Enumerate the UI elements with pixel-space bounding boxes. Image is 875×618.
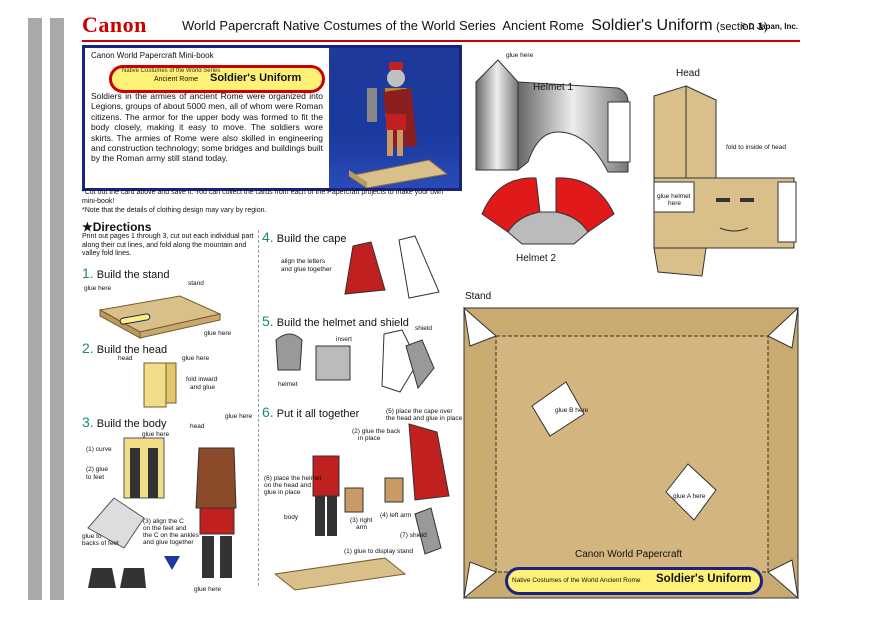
label-place-helmet-3: glue in place <box>264 489 301 496</box>
minibook-title: Canon World Papercraft Mini-book <box>91 51 214 60</box>
label-glue-to-1: glue to <box>82 533 102 540</box>
label-helmet: helmet <box>278 381 298 388</box>
page-side-bars <box>28 18 68 600</box>
label-glue-helmet-top: glue here <box>506 52 534 59</box>
step-6-heading: 6. Put it all together <box>262 404 360 420</box>
label-align-c-3: the C on the ankles <box>143 532 200 539</box>
label-body: body <box>284 514 299 521</box>
label-right-arm-1: (3) right <box>350 517 373 524</box>
helmet-1-label: Helmet 1 <box>533 82 574 93</box>
label-glue-helmet-1: glue helmet <box>657 193 691 200</box>
head-part-label: Head <box>676 68 700 79</box>
cape-build-illustration <box>344 235 440 299</box>
label-glue-here-5: glue here <box>225 413 253 420</box>
label-align-c-2: on the feet and <box>143 525 187 532</box>
head-part <box>653 85 797 277</box>
helmet-shield-illustration <box>275 329 435 393</box>
canon-logo: Canon <box>82 12 147 37</box>
label-curve: (1) curve <box>86 446 112 453</box>
label-insert: insert <box>336 336 352 343</box>
card-notes: *Cut out the card above and save it. You… <box>82 189 444 214</box>
label-glue-here-1: glue here <box>84 285 112 292</box>
label-place-helmet-1: (6) place the helmet <box>264 475 322 482</box>
stand-title: Canon World Papercraft <box>575 549 683 560</box>
label-place-cape-2: the head and glue in place <box>386 415 463 422</box>
label-glue-here-2: glue here <box>204 330 232 337</box>
head-build-illustration <box>143 362 177 408</box>
label-glue-helmet-2: here <box>668 200 682 207</box>
label-align-c-4: and glue together <box>143 539 194 546</box>
copyright: © D Japan, Inc. <box>740 22 798 31</box>
assembly-illustration <box>273 423 450 591</box>
label-glue-feet-1: (2) glue <box>86 466 109 473</box>
label-place-cape-1: (5) place the cape over <box>386 408 453 415</box>
label-and-glue: and glue <box>190 384 215 391</box>
label-right-arm-2: arm <box>356 524 368 531</box>
step-3-heading: 3. Build the body <box>82 414 167 430</box>
step-1-heading: 1. Build the stand <box>82 265 170 281</box>
step-2-heading: 2. Build the head <box>82 340 168 356</box>
label-place-helmet-2: on the head and <box>264 482 311 489</box>
label-glue-back-2: in place <box>358 435 381 442</box>
step-5-heading: 5. Build the helmet and shield <box>262 313 409 329</box>
label-align-c-1: (3) align the C <box>143 518 184 525</box>
stand-part <box>463 306 799 600</box>
card-title-pill: Native Costumes of the World Series Anci… <box>109 65 325 93</box>
label-align-letters-2: and glue together <box>281 266 332 273</box>
card-description: Soldiers in the armies of ancient Rome w… <box>91 91 324 164</box>
label-fold-inside-head: fold to inside of head <box>726 144 786 151</box>
helmet-2-label: Helmet 2 <box>516 253 557 264</box>
column-divider <box>258 230 260 586</box>
minibook-card: Canon World Papercraft Mini-book Native … <box>82 45 462 191</box>
label-left-arm: (4) left arm <box>380 512 412 519</box>
label-fold-inward: fold inward <box>186 376 218 383</box>
label-glue-here-4: glue here <box>142 431 170 438</box>
label-glue-display: (1) glue to display stand <box>344 548 414 555</box>
label-glue-to-2: backs of feet <box>82 540 119 547</box>
label-align-letters-1: align the letters <box>281 258 326 265</box>
label-glue-here-6: glue here <box>194 586 222 593</box>
label-shield: shield <box>415 325 432 332</box>
step-4-heading: 4. Build the cape <box>262 229 347 245</box>
label-head-2: head <box>190 423 205 430</box>
label-glue-feet-2: to feet <box>86 474 105 481</box>
soldier-photo <box>329 48 459 189</box>
label-glue-a: glue A here <box>673 493 706 500</box>
directions-text: Print out pages 1 through 3, cut out eac… <box>82 233 254 257</box>
label-stand: stand <box>188 280 204 287</box>
label-glue-back-1: (2) glue the back <box>352 428 401 435</box>
label-head: head <box>118 355 133 362</box>
page-header: Canon World Papercraft Native Costumes o… <box>82 12 800 42</box>
helmet-2-part <box>481 177 615 245</box>
stand-build-illustration <box>98 295 222 339</box>
label-shield-7: (7) shield <box>400 532 427 539</box>
stand-part-label: Stand <box>465 291 492 302</box>
label-glue-here-3: glue here <box>182 355 210 362</box>
label-glue-b: glue B here <box>555 407 589 414</box>
stand-title-pill: Native Costumes of the World Ancient Rom… <box>505 567 763 595</box>
directions-heading: ★Directions <box>82 220 152 234</box>
helmet-1-part <box>475 59 631 173</box>
body-build-illustration <box>87 437 237 588</box>
page-title: World Papercraft Native Costumes of the … <box>182 17 768 34</box>
